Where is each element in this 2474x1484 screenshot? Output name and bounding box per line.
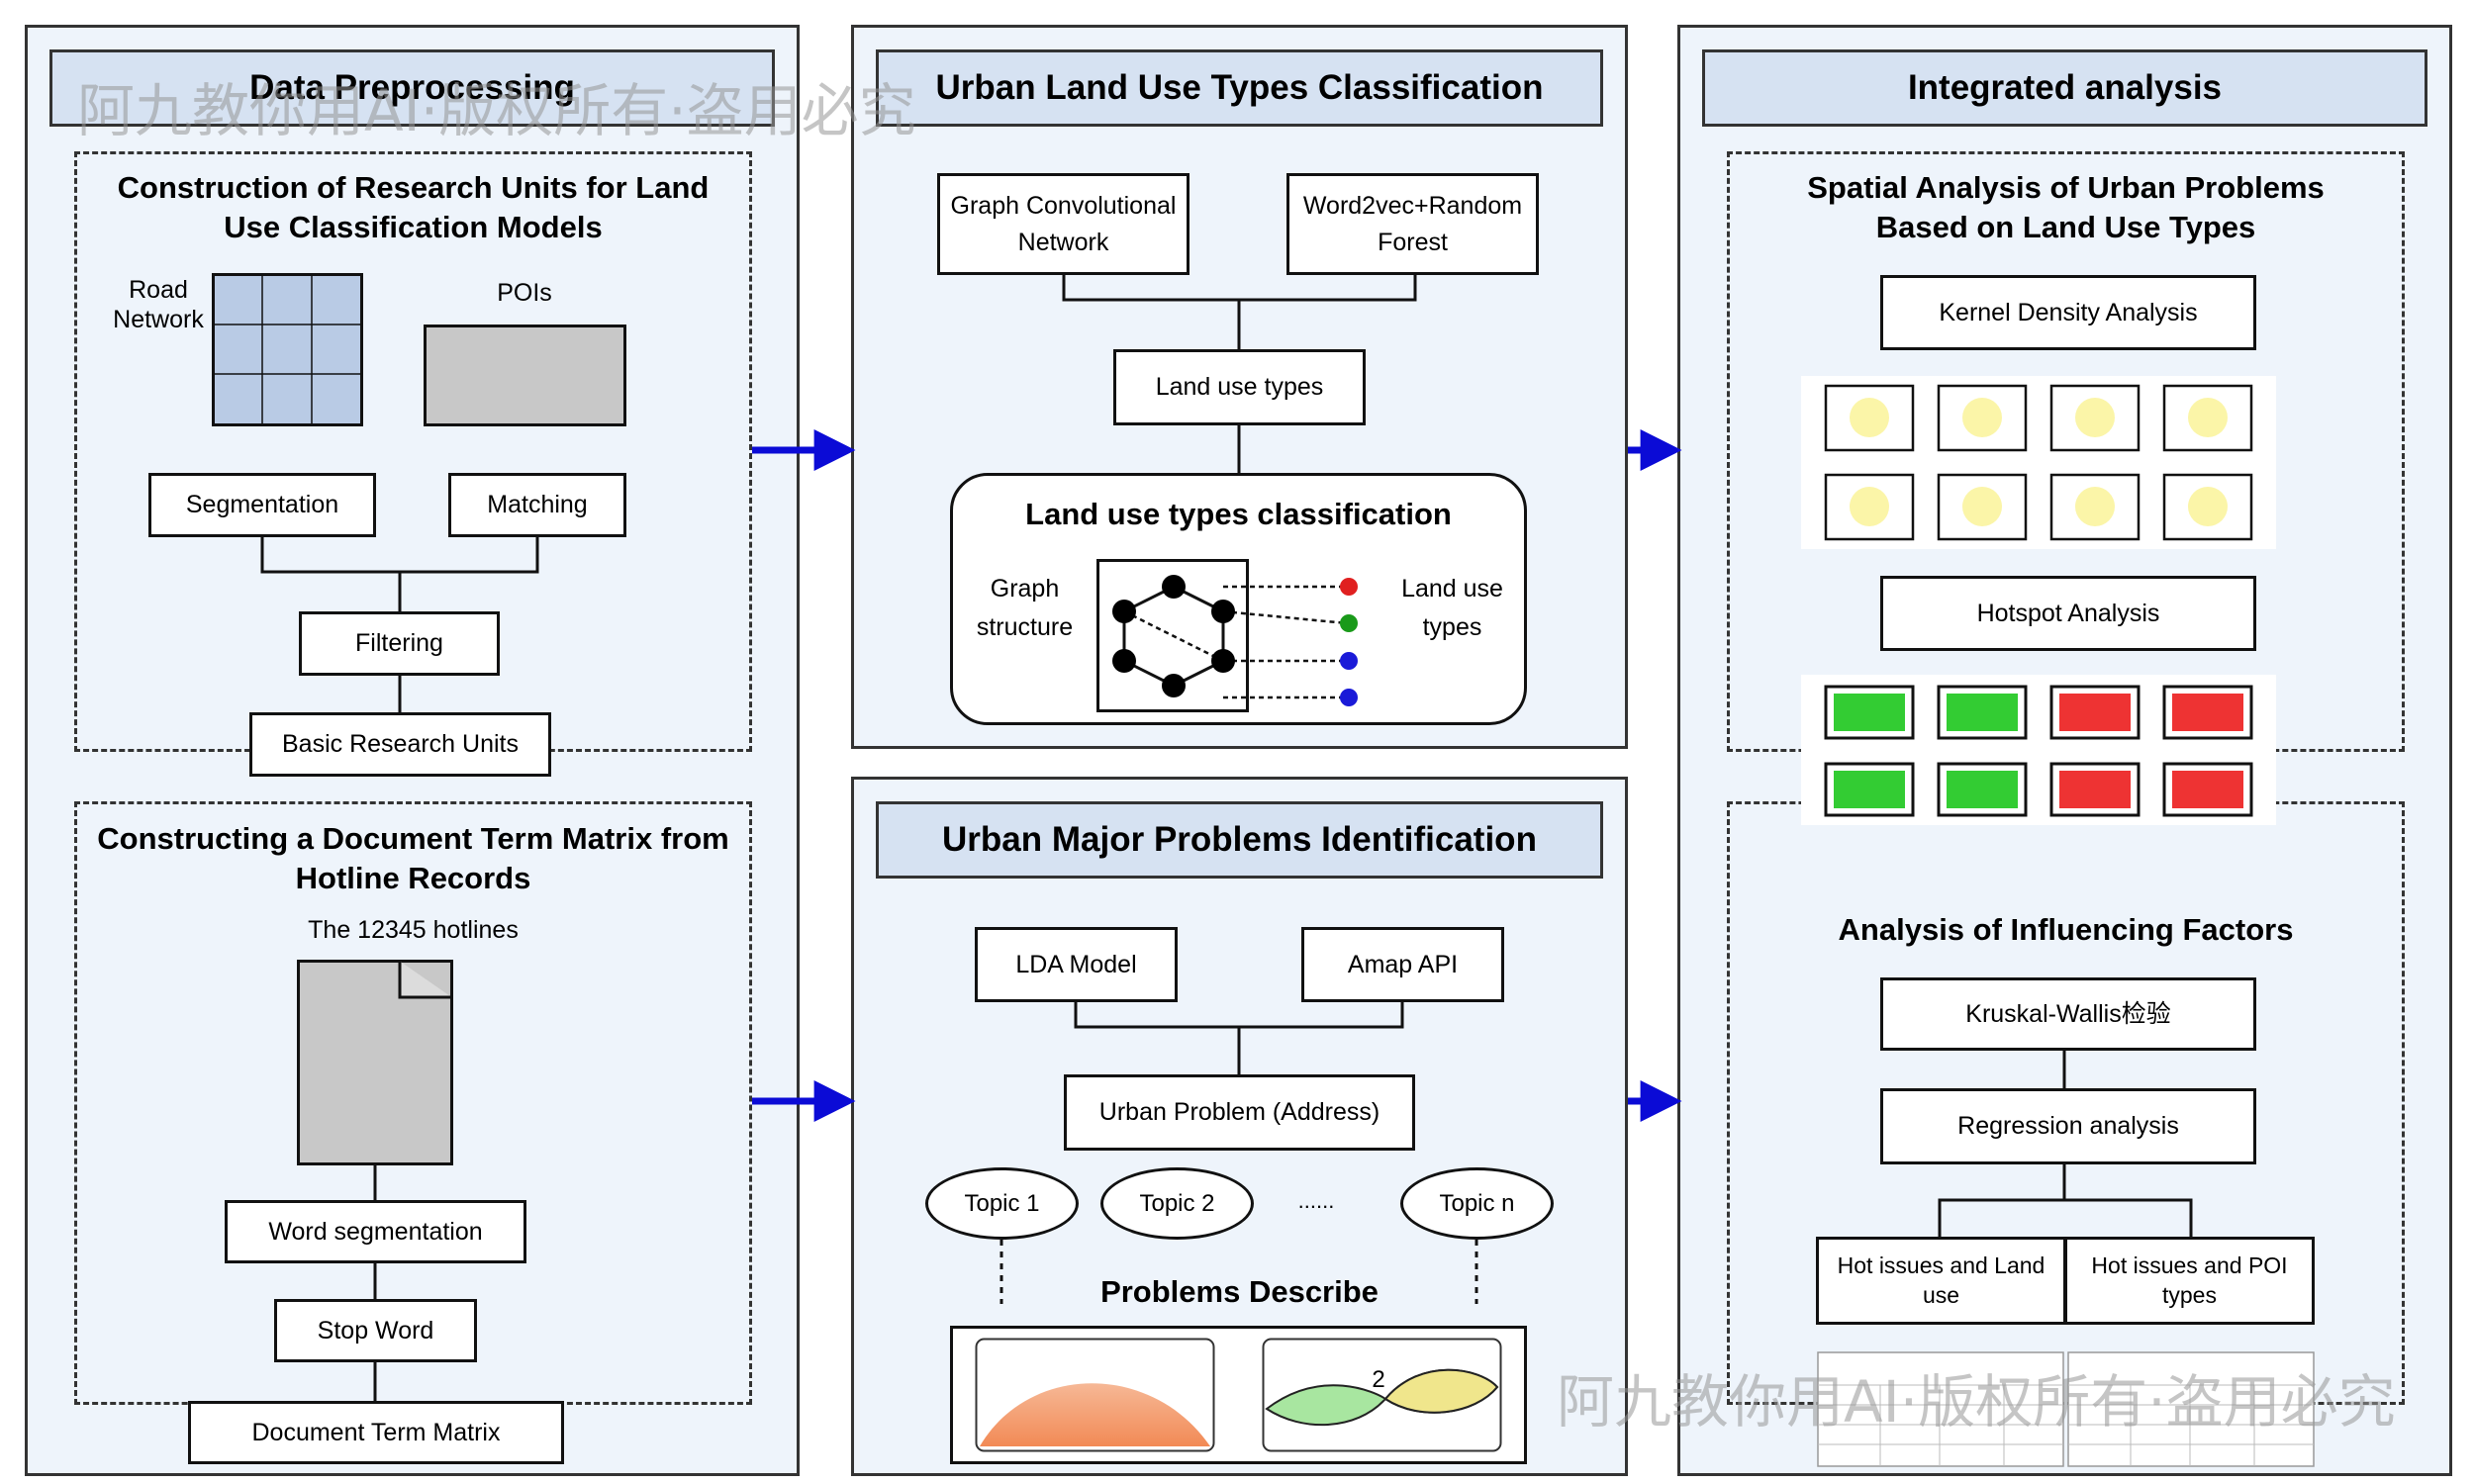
gcn-box: Graph Convolutional Network	[937, 173, 1189, 275]
document-icon	[297, 960, 453, 1165]
word2vec-box: Word2vec+Random Forest	[1286, 173, 1539, 275]
land-use-types-box: Land use types	[1113, 349, 1366, 425]
class-dot	[1340, 689, 1358, 706]
doc-matrix-title: Constructing a Document Term Matrix from…	[97, 821, 729, 896]
document-term-matrix-box: Document Term Matrix	[188, 1401, 564, 1464]
pois-rect	[424, 325, 626, 426]
preprocessing-header: Data Preprocessing	[49, 49, 775, 127]
kernel-density-icon	[1801, 376, 2276, 549]
road-network-label: Road Network	[113, 276, 204, 333]
integrated-header: Integrated analysis	[1702, 49, 2427, 127]
amap-api-box: Amap API	[1301, 927, 1504, 1002]
class-dot	[1340, 578, 1358, 596]
classification-inner-title: Land use types classification	[1025, 497, 1452, 531]
segmentation-box: Segmentation	[148, 473, 376, 537]
classification-header: Urban Land Use Types Classification	[876, 49, 1603, 127]
topics-ellipsis: ......	[1297, 1188, 1335, 1213]
problems-describe-title: Problems Describe	[1100, 1274, 1379, 1309]
urban-problem-box: Urban Problem (Address)	[1064, 1074, 1415, 1151]
matching-box: Matching	[448, 473, 626, 537]
road-network-grid-icon	[212, 273, 363, 426]
class-dot	[1340, 614, 1358, 632]
kernel-density-box: Kernel Density Analysis	[1880, 275, 2256, 350]
watermark-top: 阿九教你用AI·版权所有·盗用必究	[77, 77, 916, 144]
topic-waves-icon	[1262, 1338, 1502, 1452]
hotspot-analysis-box: Hotspot Analysis	[1880, 576, 2256, 651]
topic-1-ellipse: Topic 1	[925, 1167, 1079, 1240]
hotspot-grid-icon	[1801, 675, 2276, 825]
chart-number-label: 2	[1372, 1366, 1385, 1393]
word-segmentation-box: Word segmentation	[225, 1200, 526, 1263]
basic-research-units-box: Basic Research Units	[249, 712, 551, 777]
regression-analysis-box: Regression analysis	[1880, 1088, 2256, 1164]
lda-model-box: LDA Model	[975, 927, 1178, 1002]
land-use-types-label: Land use types	[1401, 575, 1503, 641]
problems-header: Urban Major Problems Identification	[876, 801, 1603, 879]
class-dot	[1340, 652, 1358, 670]
stop-word-box: Stop Word	[274, 1299, 477, 1362]
distribution-chart-icon	[975, 1338, 1215, 1452]
filtering-box: Filtering	[299, 611, 500, 676]
watermark-bottom: 阿九教你用AI·版权所有·盗用必究	[1557, 1368, 2396, 1436]
hot-issues-poi-box: Hot issues and POI types	[2064, 1237, 2315, 1325]
influencing-factors-title: Analysis of Influencing Factors	[1838, 912, 2294, 947]
topic-n-ellipse: Topic n	[1400, 1167, 1554, 1240]
graph-network-icon	[1096, 559, 1358, 712]
graph-structure-label: Graph structure	[976, 575, 1074, 641]
hotlines-label: The 12345 hotlines	[308, 916, 519, 944]
topic-2-ellipse: Topic 2	[1100, 1167, 1254, 1240]
pois-label: POIs	[497, 279, 552, 307]
research-units-title: Construction of Research Units for Land …	[117, 170, 710, 245]
hot-issues-land-use-box: Hot issues and Land use	[1816, 1237, 2066, 1325]
spatial-analysis-title: Spatial Analysis of Urban Problems Based…	[1807, 170, 2325, 245]
table-thumbnails-icon	[1817, 1351, 2315, 1467]
kruskal-wallis-box: Kruskal-Wallis检验	[1880, 977, 2256, 1051]
